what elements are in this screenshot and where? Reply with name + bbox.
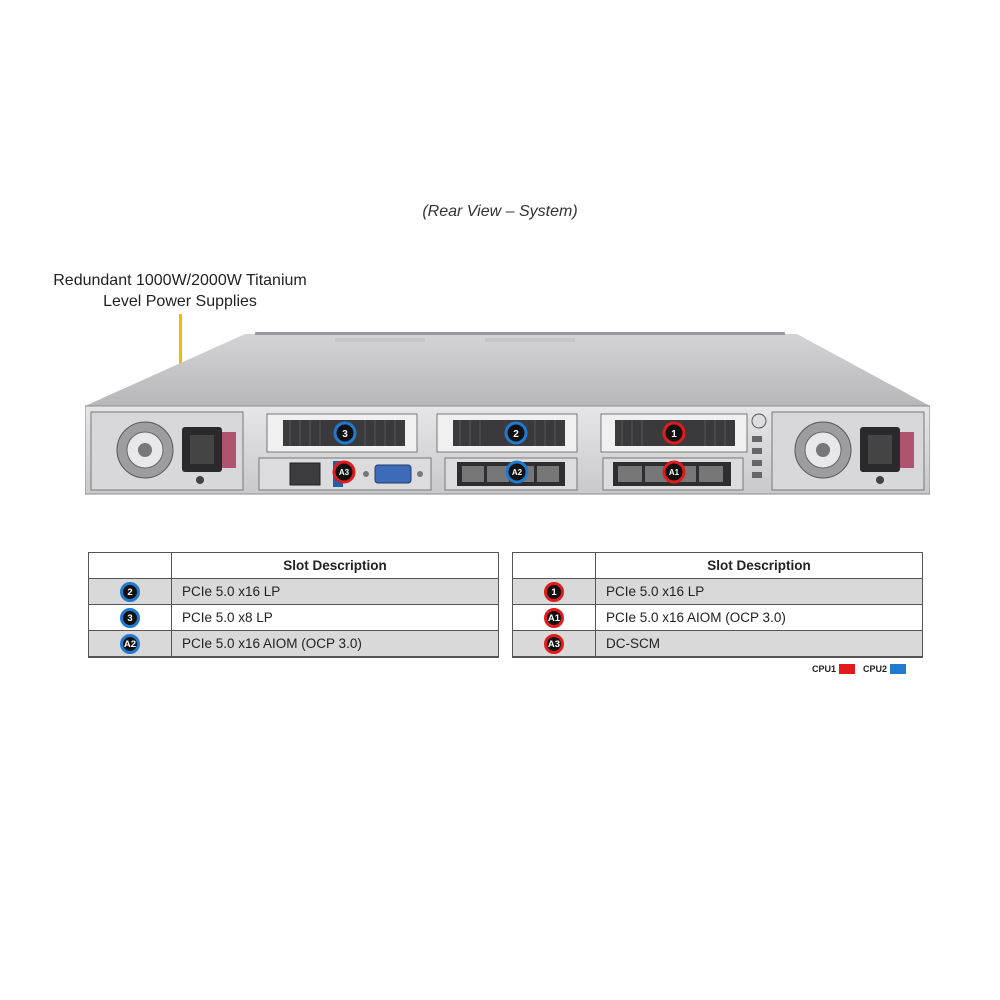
badge-a3: A3 <box>332 460 356 484</box>
table-row: 3 PCIe 5.0 x8 LP <box>88 604 499 631</box>
badge-a2-text: A2 <box>512 468 523 477</box>
psu-callout-line1: Redundant 1000W/2000W Titanium <box>53 272 307 289</box>
table-row: 2 PCIe 5.0 x16 LP <box>88 578 499 605</box>
slot-table-left-corner <box>88 552 172 579</box>
slot-badge-icon: A3 <box>544 633 564 654</box>
badge-slot3: 3 <box>333 421 357 445</box>
badge-a1-text: A1 <box>669 468 680 477</box>
badge-a2: A2 <box>505 460 529 484</box>
power-supply-right <box>771 411 925 491</box>
slot-badge-icon: A1 <box>544 607 564 628</box>
slot-description: DC-SCM <box>595 630 923 658</box>
badge-a3-text: A3 <box>339 468 350 477</box>
table-row: A1 PCIe 5.0 x16 AIOM (OCP 3.0) <box>512 604 923 631</box>
legend-cpu1-swatch <box>839 664 856 674</box>
slot-table-right: Slot Description 1 PCIe 5.0 x16 LP A1 PC… <box>512 552 923 658</box>
table-row: A2 PCIe 5.0 x16 AIOM (OCP 3.0) <box>88 630 499 658</box>
badge-slot2: 2 <box>504 421 528 445</box>
slot-table-right-header: Slot Description <box>595 552 923 579</box>
slot-description: PCIe 5.0 x16 LP <box>171 578 499 605</box>
legend-cpu1-label: CPU1 <box>812 664 837 674</box>
badge-slot1-text: 1 <box>671 429 677 440</box>
table-row: 1 PCIe 5.0 x16 LP <box>512 578 923 605</box>
slot-table-right-corner <box>512 552 596 579</box>
legend-cpu2-label: CPU2 <box>863 664 888 674</box>
slot-badge-icon: A2 <box>120 633 140 654</box>
power-supply-left <box>90 411 244 491</box>
chassis-top <box>85 334 930 406</box>
slot-description: PCIe 5.0 x16 AIOM (OCP 3.0) <box>171 630 499 658</box>
figure-caption: (Rear View – System) <box>422 203 578 220</box>
badge-a1: A1 <box>662 460 686 484</box>
slot-table-left: Slot Description 2 PCIe 5.0 x16 LP 3 PCI… <box>88 552 499 658</box>
slot-description: PCIe 5.0 x16 AIOM (OCP 3.0) <box>595 604 923 631</box>
slot-badge-icon: 2 <box>120 581 140 602</box>
slot-description: PCIe 5.0 x8 LP <box>171 604 499 631</box>
slot-table-left-header: Slot Description <box>171 552 499 579</box>
psu-callout-label: Redundant 1000W/2000W Titanium Level Pow… <box>30 270 330 312</box>
slot-badge-icon: 3 <box>120 607 140 628</box>
psu-callout-line2: Level Power Supplies <box>103 293 257 310</box>
badge-slot3-text: 3 <box>342 429 348 440</box>
slot-description: PCIe 5.0 x16 LP <box>595 578 923 605</box>
slot-badge-icon: 1 <box>544 581 564 602</box>
cpu-legend: CPU1 CPU2 <box>812 664 911 674</box>
badge-slot2-text: 2 <box>513 429 519 440</box>
table-row: A3 DC-SCM <box>512 630 923 658</box>
legend-cpu2-swatch <box>890 664 907 674</box>
server-rear-view: 3 2 1 A3 A2 A1 <box>85 332 930 495</box>
badge-slot1: 1 <box>662 421 686 445</box>
